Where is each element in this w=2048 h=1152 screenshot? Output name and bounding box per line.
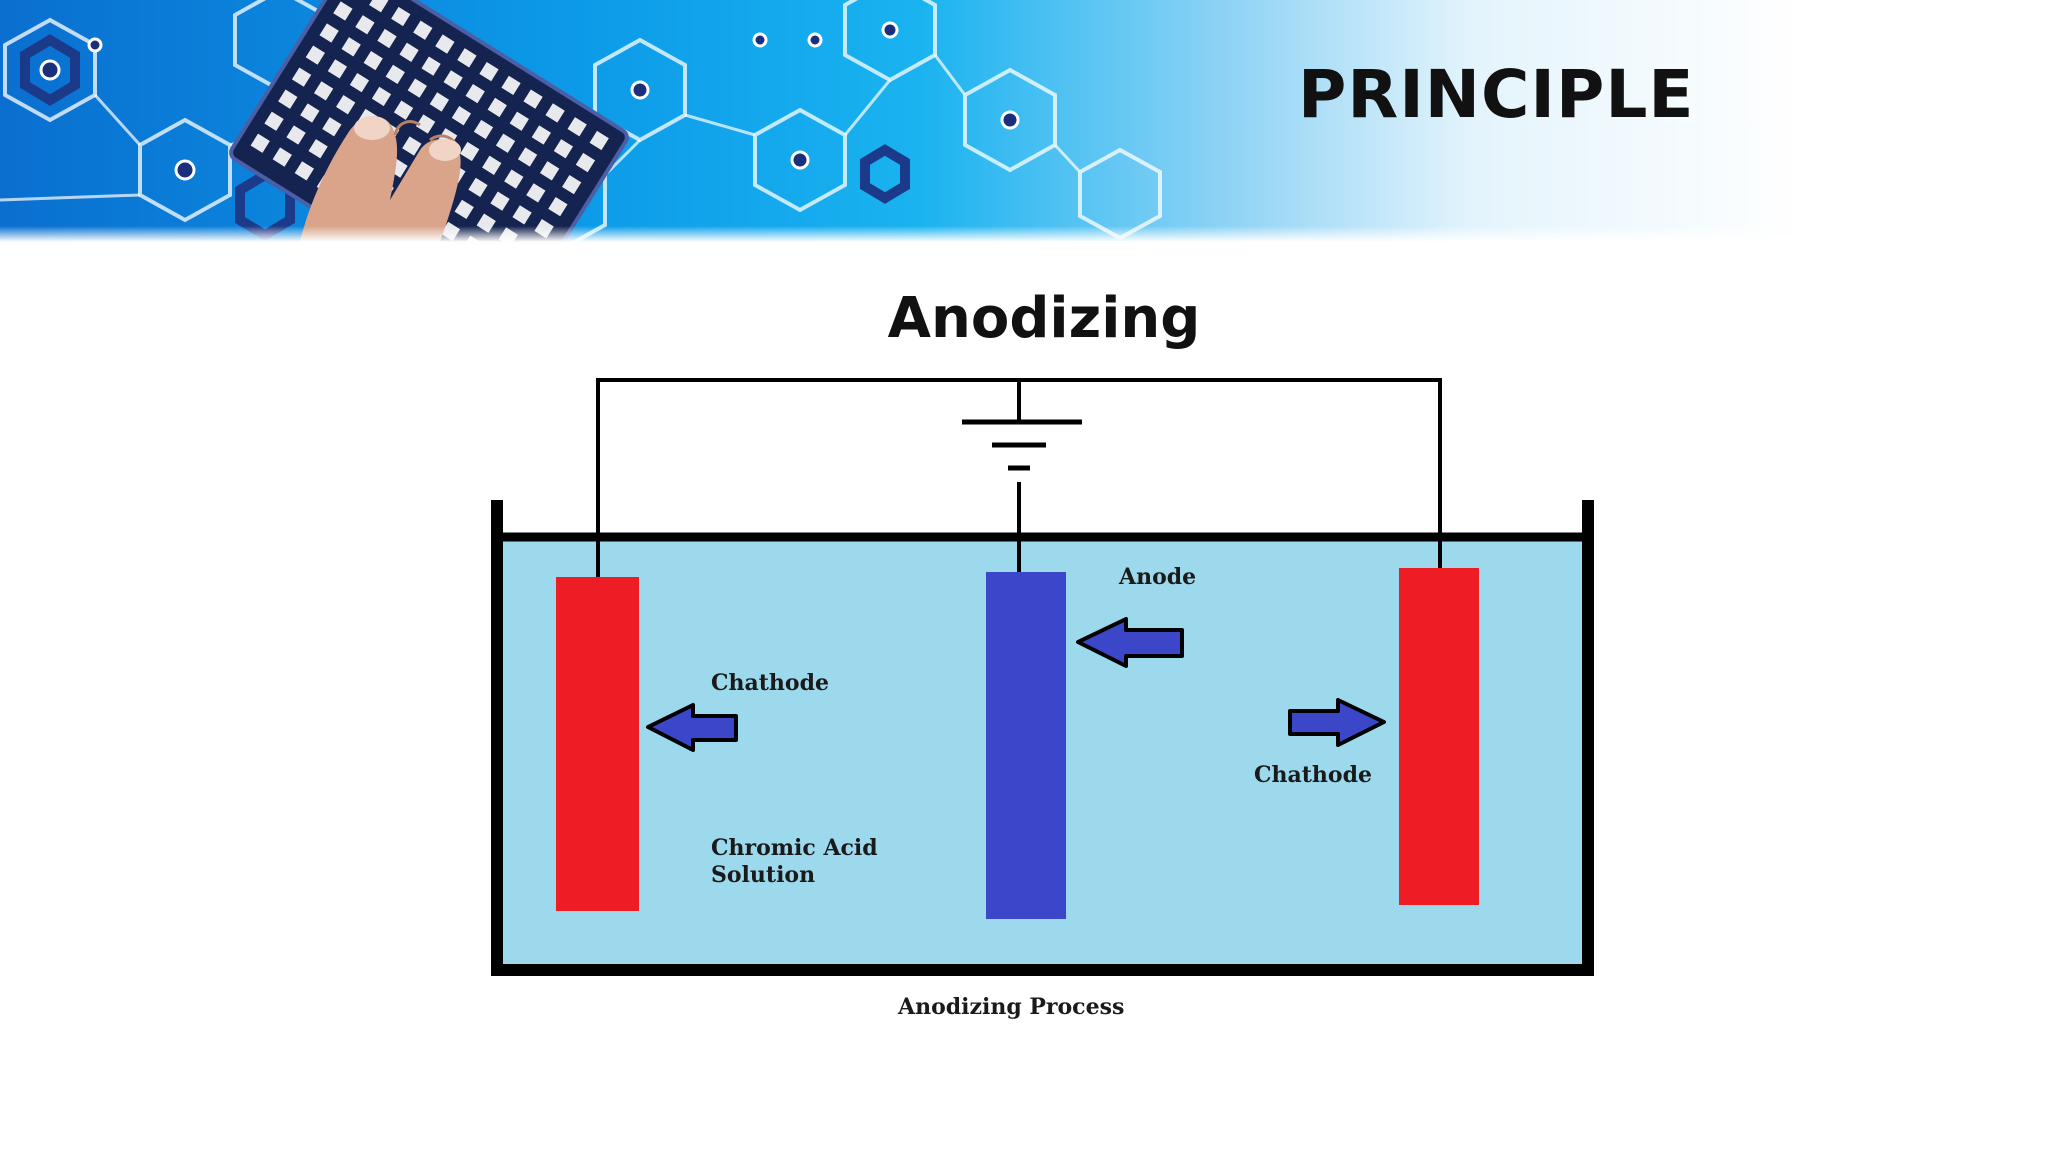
header-banner bbox=[0, 0, 2048, 242]
arrow-left-cathode-icon bbox=[646, 703, 738, 752]
banner-fade bbox=[0, 226, 2048, 242]
slide-title: PRINCIPLE bbox=[1298, 56, 1695, 133]
ground-symbol bbox=[962, 419, 1082, 471]
solution-label-line1: Chromic Acid bbox=[711, 835, 878, 861]
hand-graphic bbox=[300, 116, 461, 242]
arrow-right-cathode-icon bbox=[1288, 698, 1386, 747]
circuit-wires bbox=[596, 378, 1442, 578]
cathode-right bbox=[1399, 568, 1479, 905]
cathode-left bbox=[556, 577, 639, 911]
diagram-caption: Anodizing Process bbox=[897, 994, 1124, 1020]
anode bbox=[986, 572, 1066, 919]
tank bbox=[491, 500, 1594, 976]
cathode-left-label: Chathode bbox=[711, 670, 829, 696]
slide-subtitle: Anodizing bbox=[887, 286, 1201, 351]
arrow-anode-icon bbox=[1076, 617, 1184, 668]
cathode-right-label: Chathode bbox=[1254, 762, 1372, 788]
anode-label: Anode bbox=[1118, 564, 1196, 590]
solution-label-line2: Solution bbox=[711, 862, 815, 888]
